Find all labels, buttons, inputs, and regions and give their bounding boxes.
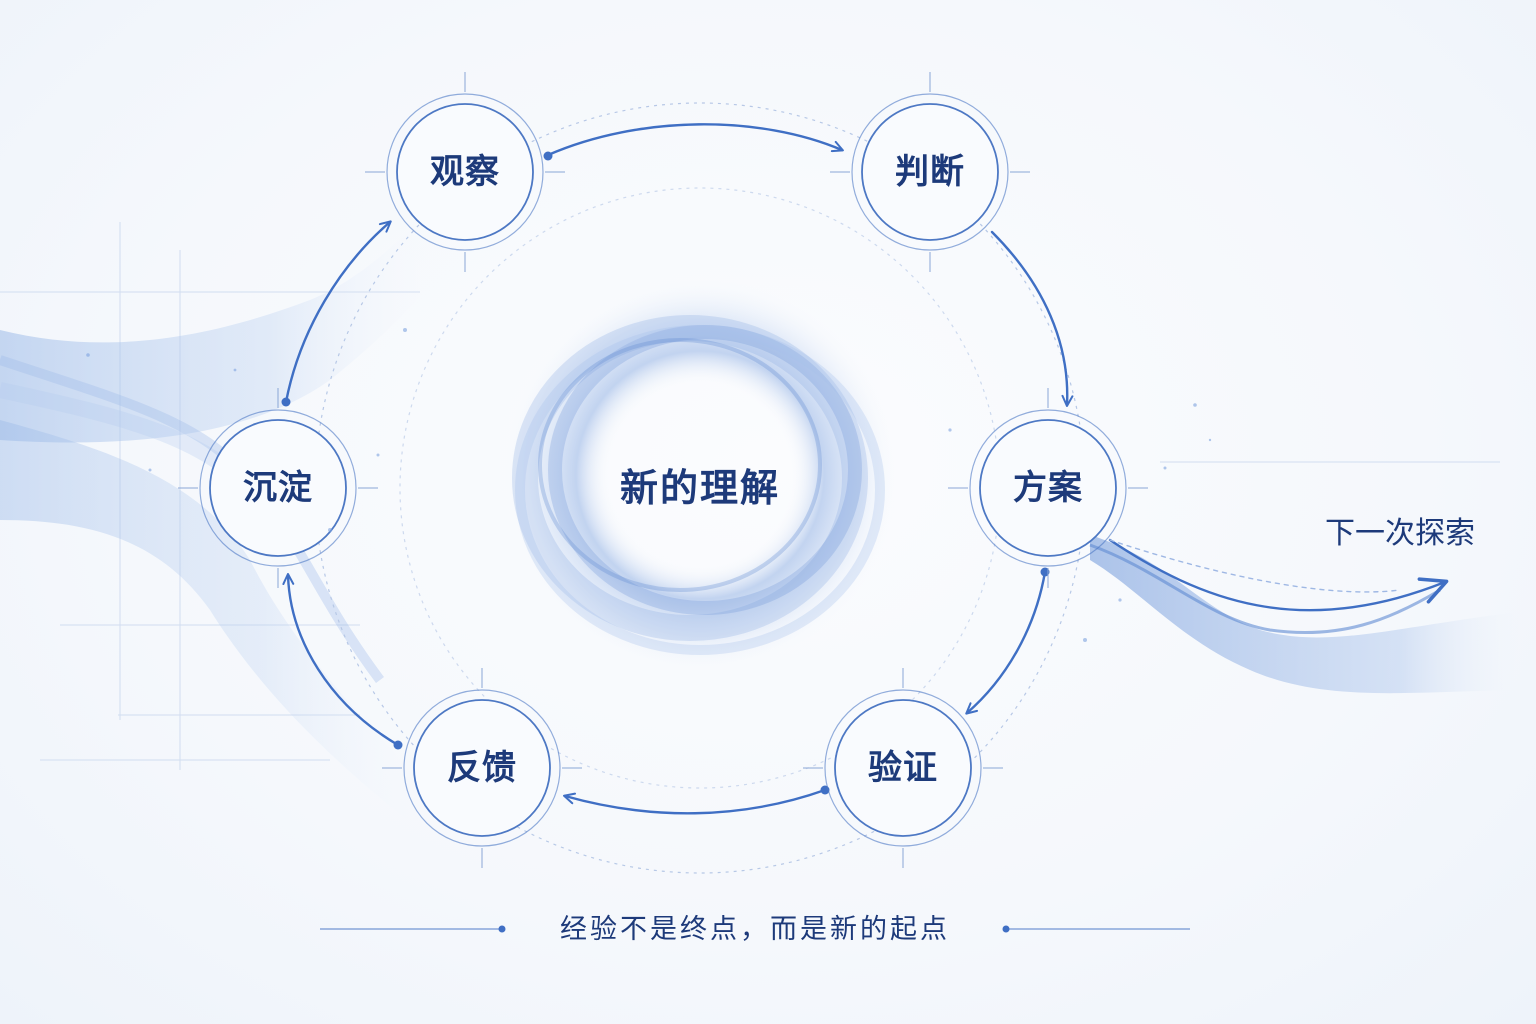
cycle-arrows <box>282 123 1449 815</box>
node-feedback: 反馈 <box>447 748 517 788</box>
center-label: 新的理解 <box>619 465 780 510</box>
node-verify-ring <box>824 689 982 847</box>
node-settle: 沉淀 <box>243 468 313 508</box>
right-wash <box>1089 535 1536 694</box>
arrow-verify-to-feedback <box>563 788 827 815</box>
footer-caption: 经验不是终点，而是新的起点 <box>560 914 950 945</box>
node-verify: 验证 <box>868 748 938 788</box>
arrow-plan-to-verify <box>965 570 1047 715</box>
arrow-judge-to-plan <box>990 230 1074 407</box>
arrow-feedback-to-settle <box>282 573 400 747</box>
node-feedback-ring <box>403 689 561 847</box>
node-observe: 观察 <box>430 152 500 192</box>
arrow-observe-to-judge <box>546 123 844 157</box>
node-crosshairs <box>178 72 1148 868</box>
particles <box>86 328 1212 642</box>
center-swirl <box>500 275 900 675</box>
arrow-settle-to-observe <box>284 220 392 404</box>
footer-rules <box>320 925 1190 933</box>
node-plan: 方案 <box>1013 468 1083 508</box>
arrow-exit <box>1108 538 1449 612</box>
node-settle-ring <box>199 409 357 567</box>
node-judge-ring <box>851 93 1009 251</box>
arrow-dots <box>281 151 1050 795</box>
exit-label: 下一次探索 <box>1325 516 1475 551</box>
node-plan-ring <box>969 409 1127 567</box>
node-observe-ring <box>386 93 544 251</box>
node-judge: 判断 <box>895 152 965 192</box>
node-circles <box>199 93 1127 847</box>
